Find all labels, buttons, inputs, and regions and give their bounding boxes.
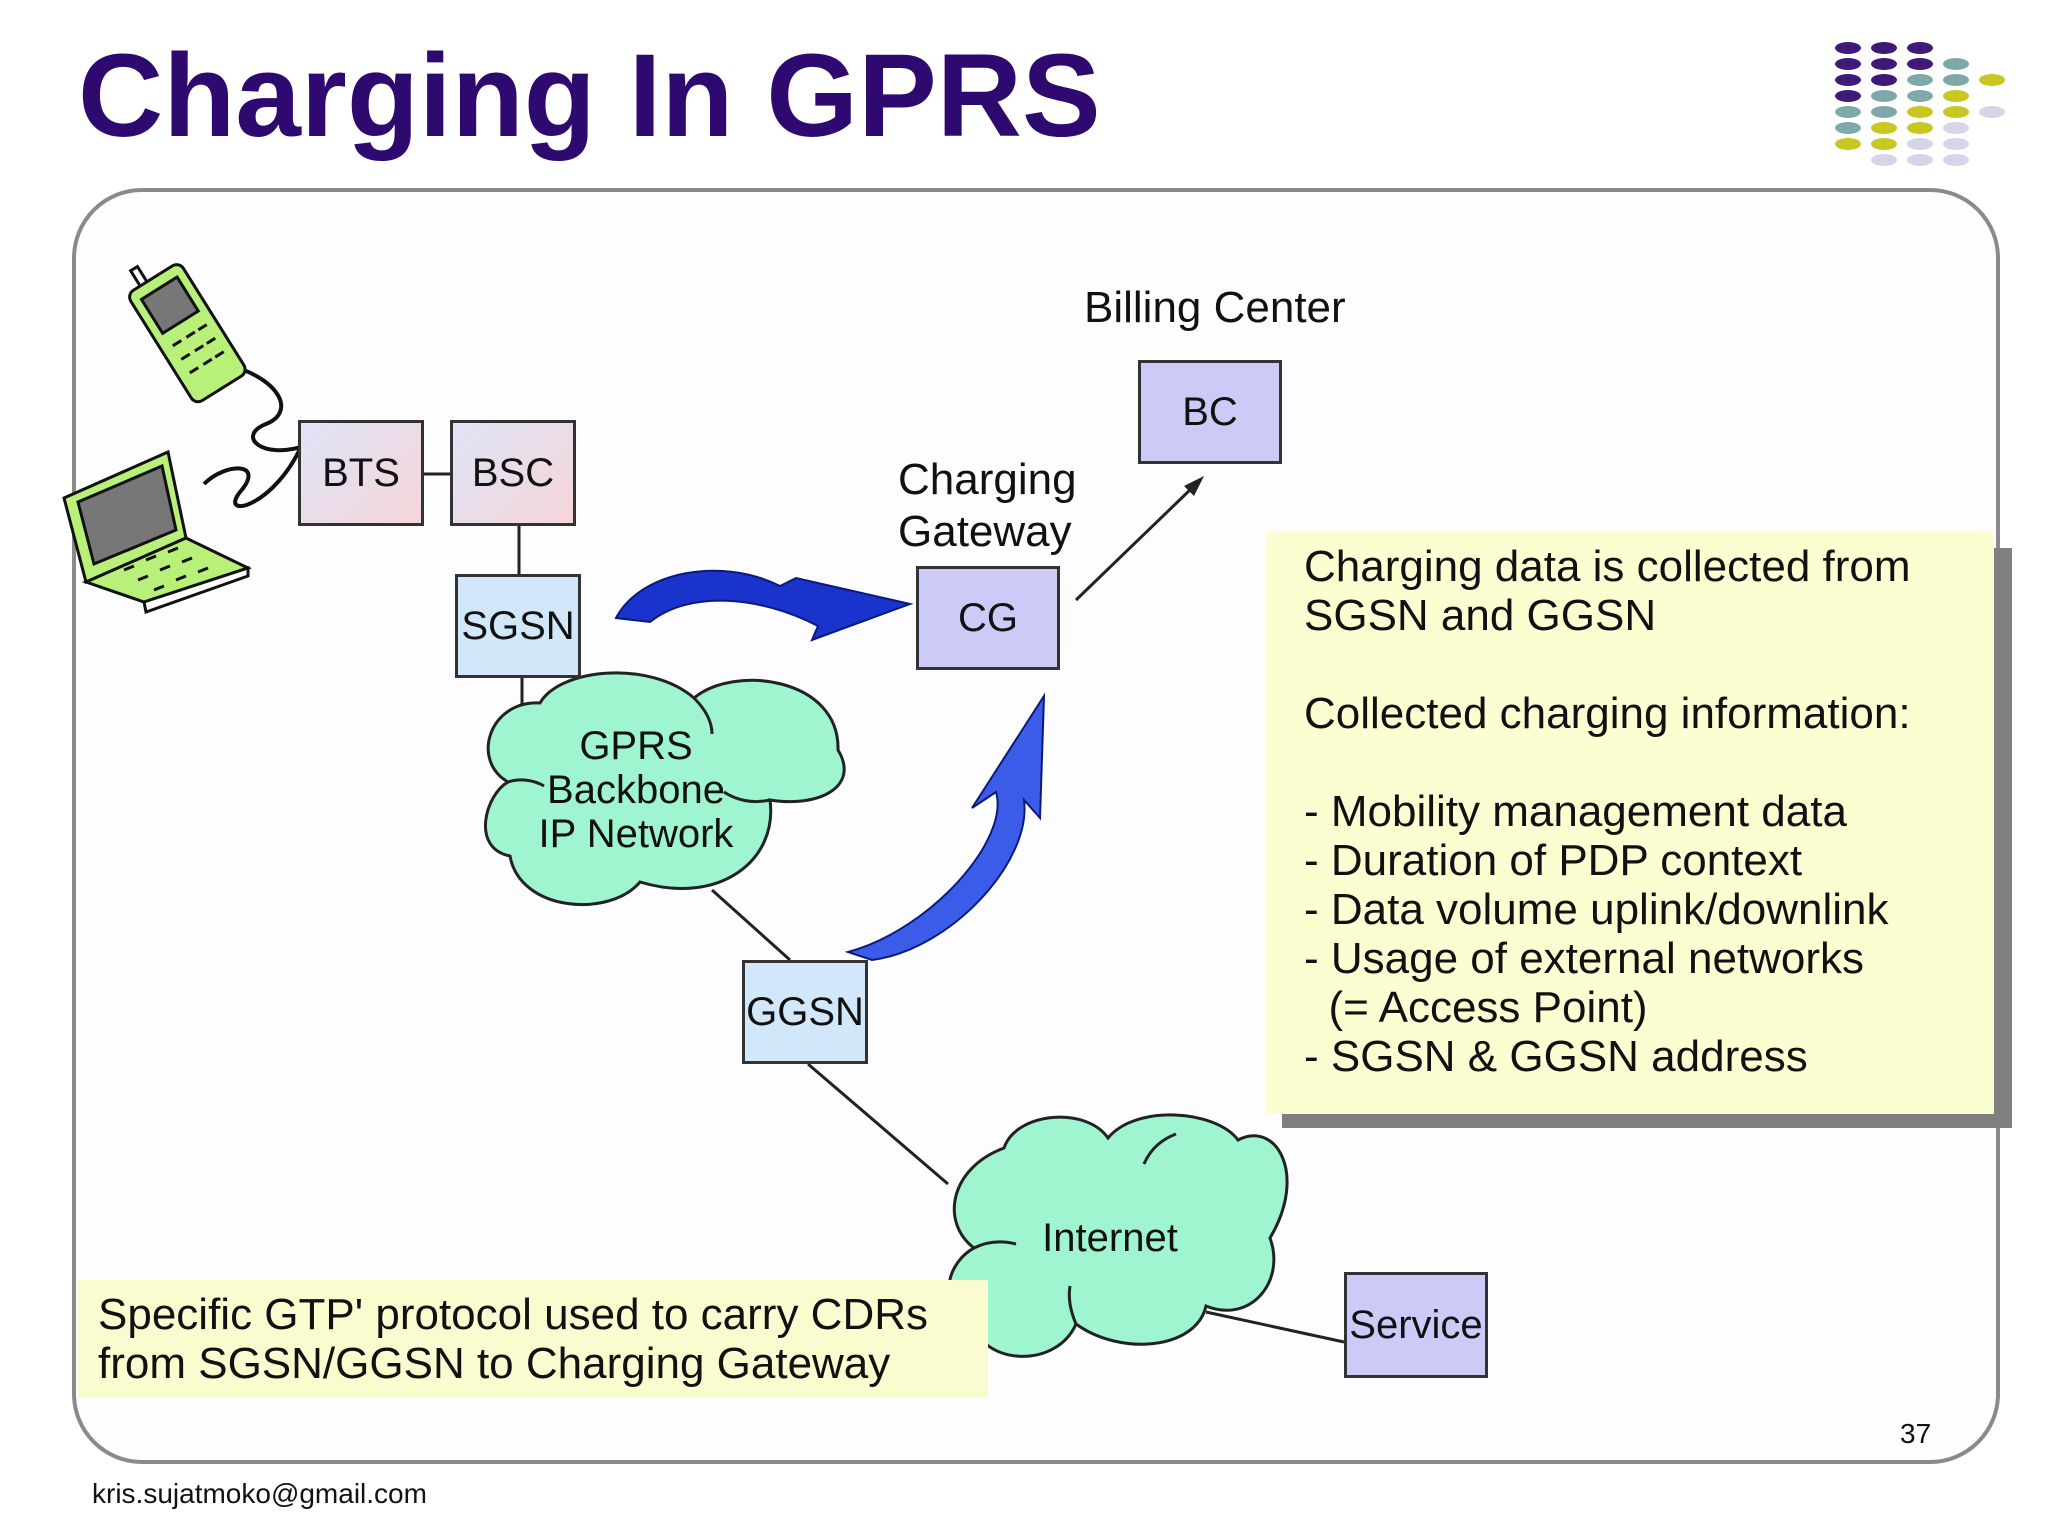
decorative-dot [1907, 42, 1933, 54]
decorative-dot [1943, 122, 1969, 134]
internet-cloud-label: Internet [1042, 1216, 1178, 1260]
sgsn-node: SGSN [455, 574, 581, 678]
footer-email: kris.sujatmoko@gmail.com [92, 1478, 427, 1509]
info-line: - Data volume uplink/downlink [1304, 885, 1889, 934]
billing-center-label: Billing Center [1084, 283, 1346, 332]
decorative-dot [1871, 58, 1897, 70]
arrow-cg-to-bc [1074, 486, 1194, 602]
link-ggsn-internet [807, 1062, 949, 1186]
info-spacer [1304, 640, 1994, 689]
laptop-cable [202, 439, 306, 509]
decorative-dot [1835, 58, 1861, 70]
decorative-dot [1943, 74, 1969, 86]
decorative-dot [1943, 154, 1969, 166]
decorative-dot [1835, 90, 1861, 102]
gtp-protocol-note: Specific GTP' protocol used to carry CDR… [78, 1280, 988, 1398]
curved-arrow-sgsn-to-cg [614, 569, 914, 642]
bc-node: BC [1138, 360, 1282, 464]
decorative-dot [1943, 138, 1969, 150]
charging-gateway-label-line: Charging [898, 455, 1077, 504]
arrowhead-bc [1184, 476, 1204, 496]
decorative-dot [1979, 106, 2005, 118]
decorative-dot [1907, 74, 1933, 86]
decorative-dot [1907, 154, 1933, 166]
info-spacer [1304, 738, 1994, 787]
decorative-dot [1835, 74, 1861, 86]
backbone-cloud-label-line: GPRS [579, 724, 693, 768]
info-line: - Mobility management data [1304, 787, 1847, 836]
decorative-dot [1871, 106, 1897, 118]
bsc-node: BSC [450, 420, 576, 526]
decorative-dot [1943, 106, 1969, 118]
mobile-phone-icon [128, 263, 247, 404]
info-line: SGSN and GGSN [1304, 591, 1657, 640]
phone-cable [231, 364, 305, 453]
decorative-dot [1835, 106, 1861, 118]
decorative-dot [1871, 74, 1897, 86]
decorative-dot [1907, 138, 1933, 150]
link-backbone-ggsn [710, 888, 792, 962]
info-line: Charging data is collected from [1304, 542, 1911, 591]
charging-gateway-label-line: Gateway [898, 507, 1072, 556]
decorative-dot [1979, 74, 2005, 86]
curved-arrow-ggsn-to-cg [844, 692, 1046, 962]
gtp-note-line: Specific GTP' protocol used to carry CDR… [98, 1290, 929, 1339]
decorative-dot [1871, 122, 1897, 134]
decorative-dot [1835, 122, 1861, 134]
link-internet-service [1205, 1310, 1345, 1344]
decorative-dot [1907, 106, 1933, 118]
decorative-dot [1871, 90, 1897, 102]
decorative-dot [1835, 42, 1861, 54]
decorative-dot [1943, 58, 1969, 70]
decorative-dot [1943, 90, 1969, 102]
page-number: 37 [1900, 1418, 1932, 1449]
laptop-icon [62, 449, 253, 614]
charging-info-box: Charging data is collected from SGSN and… [1266, 532, 1994, 1114]
decorative-dot [1907, 58, 1933, 70]
cg-node: CG [916, 566, 1060, 670]
ggsn-node: GGSN [742, 960, 868, 1064]
gtp-note-line: from SGSN/GGSN to Charging Gateway [98, 1339, 891, 1388]
decorative-dot [1871, 42, 1897, 54]
info-line: - Usage of external networks [1304, 934, 1865, 983]
info-line: Collected charging information: [1304, 689, 1911, 738]
info-line: - SGSN & GGSN address [1304, 1032, 1808, 1081]
decorative-dot [1871, 138, 1897, 150]
info-line: (= Access Point) [1304, 983, 1648, 1032]
internet-cloud [947, 1113, 1289, 1358]
bts-node: BTS [298, 420, 424, 526]
info-line: - Duration of PDP context [1304, 836, 1803, 885]
backbone-cloud [484, 671, 846, 907]
decorative-dot [1835, 138, 1861, 150]
decorative-dot [1907, 90, 1933, 102]
backbone-cloud-label-line: Backbone [547, 768, 725, 812]
service-node: Service [1344, 1272, 1488, 1378]
backbone-cloud-label-line: IP Network [538, 812, 734, 856]
charging-gateway-label: Charging Gateway [898, 454, 1077, 558]
slide-title: Charging In GPRS [78, 30, 1101, 162]
decorative-dot [1907, 122, 1933, 134]
backbone-cloud-label: GPRS Backbone IP Network [536, 724, 736, 856]
decorative-dot [1871, 154, 1897, 166]
